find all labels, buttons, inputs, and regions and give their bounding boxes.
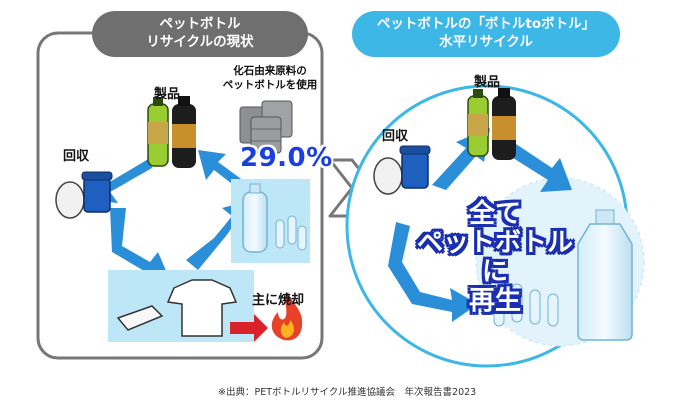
right-preforms-icon xyxy=(493,283,559,327)
right-products-label: 製品 xyxy=(474,75,501,90)
left-products-bottles-icon xyxy=(147,96,196,168)
fire-icon xyxy=(271,292,303,341)
oil-barrels-icon xyxy=(239,100,293,154)
right-panel-title: ペットボトルの「ボトルtoボトル」 水平リサイクル xyxy=(352,11,620,57)
incineration-arrow-icon xyxy=(230,314,268,342)
left-collection-label: 回収 xyxy=(63,149,90,164)
fossil-note-line1: 化石由来原料の xyxy=(233,65,307,77)
left-title-line2: リサイクルの現状 xyxy=(146,34,254,50)
left-title-line1: ペットボトル xyxy=(159,16,241,33)
clothes-box xyxy=(108,270,254,342)
right-collection-bin-icon xyxy=(373,145,431,195)
left-bottle-preform-icon xyxy=(242,183,307,253)
headline-line3: 再生 xyxy=(468,286,521,317)
right-title-line2: 水平リサイクル xyxy=(439,34,533,50)
recycling-percentage: 29.0% xyxy=(240,143,333,173)
right-collection-label: 回収 xyxy=(382,129,409,144)
fossil-note-line2: ペットボトルを使用 xyxy=(222,79,318,92)
left-recycle-arrows xyxy=(86,150,252,282)
headline-line2: ペットボトルに xyxy=(416,228,573,288)
right-title-line1: ペットボトルの「ボトルtoボトル」 xyxy=(376,16,596,33)
tray-and-shirt-icon xyxy=(116,279,238,337)
right-large-bottle-icon xyxy=(577,209,633,341)
headline-line1: 全て xyxy=(468,199,521,229)
right-products-bottles-icon xyxy=(467,88,516,160)
left-products-label: 製品 xyxy=(154,87,181,102)
left-panel-title: ペットボトル リサイクルの現状 xyxy=(92,11,308,57)
left-collection-bin-icon xyxy=(55,171,113,219)
source-note: ※出典：PETボトルリサイクル推進協議会 年次報告書2023 xyxy=(218,387,477,398)
incineration-label: 主に焼却 xyxy=(252,293,305,308)
fossil-material-note: 化石由来原料の ペットボトルを使用 xyxy=(222,64,318,92)
right-headline: 全て ペットボトルに 再生 xyxy=(410,199,580,317)
